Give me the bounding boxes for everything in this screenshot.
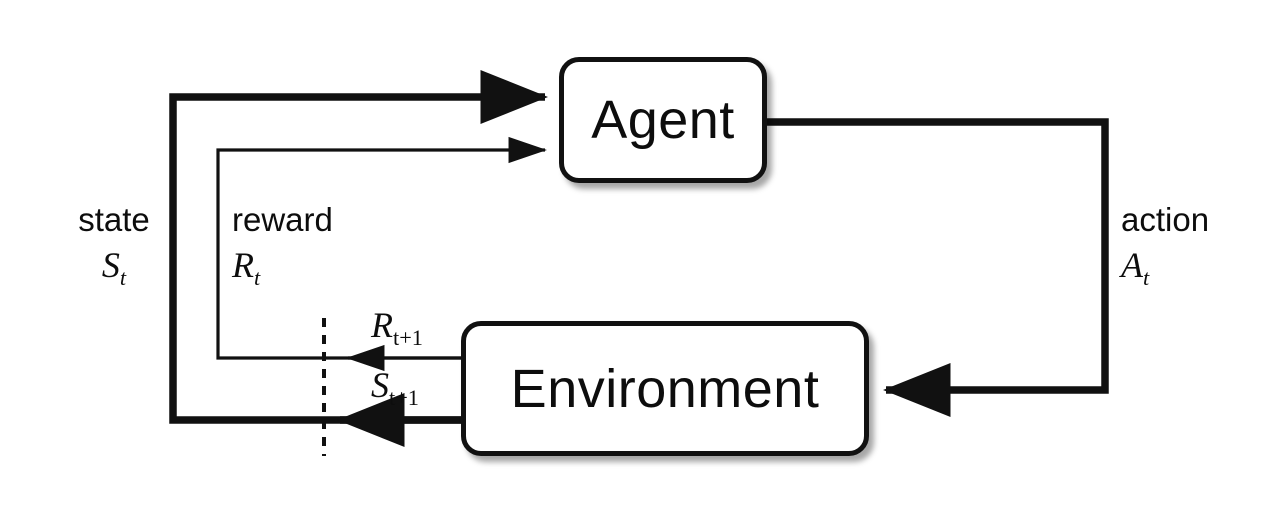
edge-label-reward-next: Rt+1	[371, 305, 423, 351]
edge-label-state-symbol: St	[101, 244, 127, 290]
edge-action-path	[767, 118, 1109, 417]
edge-label-reward: reward Rt	[232, 201, 367, 290]
edge-label-action: action At	[1121, 201, 1261, 290]
edge-label-state: state St	[66, 201, 162, 290]
agent-node[interactable]: Agent	[559, 57, 767, 183]
agent-node-label: Agent	[591, 90, 735, 150]
edge-label-reward-symbol: Rt	[232, 244, 261, 290]
environment-node-label: Environment	[510, 358, 820, 419]
edge-state-path	[169, 70, 548, 424]
edge-label-state-next-symbol: St+1	[371, 365, 419, 411]
edge-label-state-next: St+1	[371, 365, 419, 411]
edge-label-reward-word: reward	[232, 201, 333, 238]
edge-label-action-symbol: At	[1121, 244, 1150, 290]
environment-node[interactable]: Environment	[461, 321, 869, 456]
edge-label-action-word: action	[1121, 201, 1210, 238]
edge-label-state-word: state	[78, 201, 150, 238]
edge-label-reward-next-symbol: Rt+1	[371, 305, 423, 351]
edge-reward-path	[216, 136, 547, 360]
